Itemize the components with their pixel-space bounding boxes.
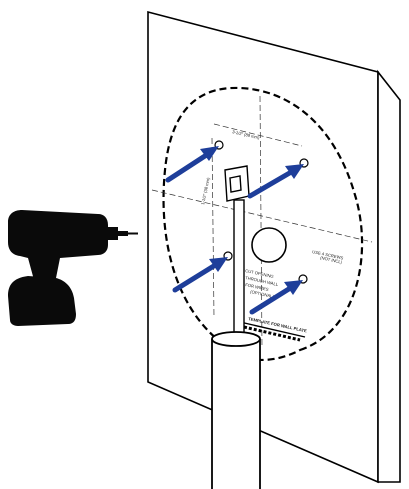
center-note-line-3: FOR WIRES	[245, 282, 269, 292]
screw-arrows	[165, 146, 304, 315]
screw-note-line-2: (NOT INCL)	[320, 255, 343, 265]
arrow-icon	[165, 146, 219, 183]
mounting-bracket	[224, 165, 250, 339]
arrow-icon	[249, 280, 303, 315]
screw-note-line-1: USE 4 SCREWS	[312, 249, 344, 261]
top-dimension-label: 3-1/2" (89 mm)	[232, 129, 261, 140]
pole	[211, 331, 261, 489]
cordless-drill-icon	[8, 210, 138, 326]
side-dimension-label: 1-1/2" (38 mm)	[200, 176, 211, 205]
wire-opening	[251, 227, 287, 263]
center-note-line-1: CUT OPENING	[245, 268, 274, 279]
center-note-line-4: (OPTIONAL)	[250, 289, 275, 299]
arrow-icon	[172, 257, 228, 293]
template-bottom-edge	[239, 321, 306, 342]
arrow-icon	[247, 164, 304, 199]
